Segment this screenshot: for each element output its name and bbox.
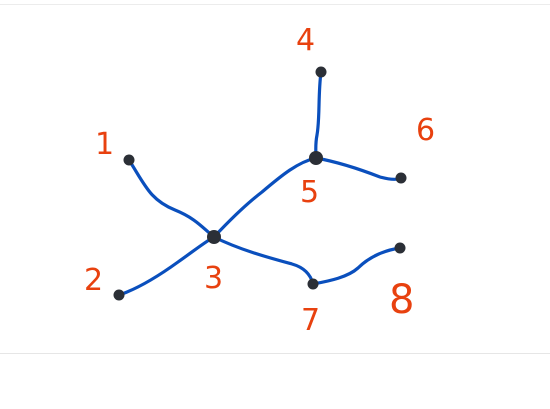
edge-n5-n6	[314, 156, 403, 181]
edge-n1-n3	[127, 158, 216, 239]
node-1	[123, 154, 135, 166]
node-label-7: 7	[301, 303, 321, 338]
node-5	[309, 151, 323, 165]
node-label-4: 4	[296, 23, 316, 58]
node-label-8: 8	[389, 277, 415, 323]
edge-n4-n5	[314, 70, 323, 160]
node-6	[395, 172, 407, 184]
node-4	[315, 66, 327, 78]
node-label-3: 3	[204, 261, 224, 296]
edges-layer	[117, 70, 403, 297]
node-8	[394, 242, 406, 254]
bottom-divider	[0, 353, 550, 354]
edge-n2-n3	[117, 235, 216, 297]
node-label-2: 2	[84, 263, 104, 298]
node-7	[307, 278, 319, 290]
top-divider	[0, 4, 550, 5]
node-3	[207, 230, 221, 244]
node-2	[113, 289, 125, 301]
edge-n3-n5	[212, 156, 318, 239]
nodes-layer	[113, 66, 407, 301]
node-label-1: 1	[95, 127, 115, 162]
edge-n3-n7	[212, 235, 315, 286]
edge-n7-n8	[311, 246, 402, 286]
node-label-6: 6	[416, 113, 436, 148]
node-label-5: 5	[300, 175, 320, 210]
